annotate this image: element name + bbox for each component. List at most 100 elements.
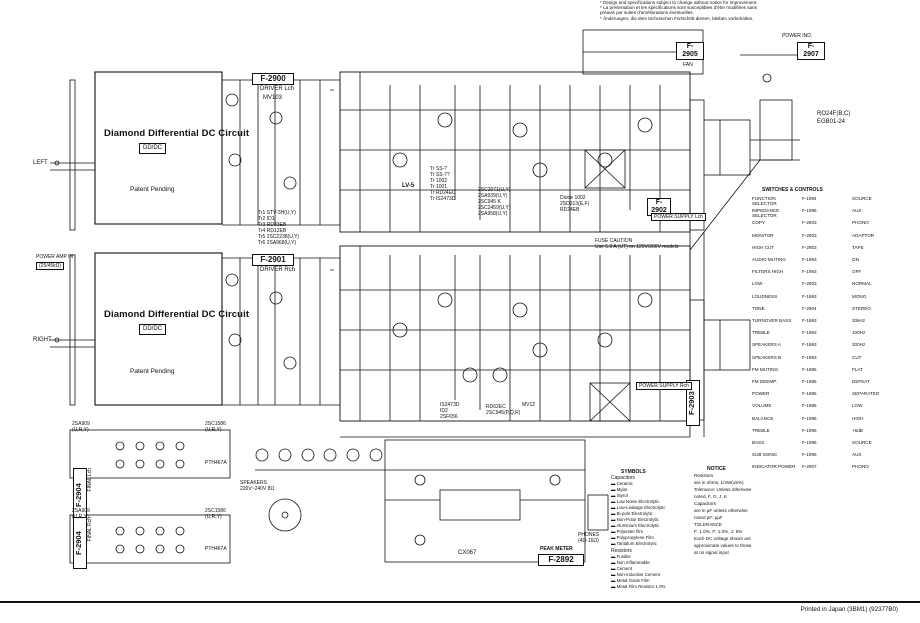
switch-position: HIGH: [852, 415, 864, 421]
board-label-text: F-2904: [74, 531, 83, 555]
switch-ref: F-1995: [802, 366, 817, 372]
capacitor-symbol-item: ▬ Styrol: [611, 493, 628, 498]
resistors-title: Resistors: [611, 548, 632, 554]
final-upper-part-1b: (U,R,Y): [72, 427, 89, 433]
part-item: RD24EB: [560, 207, 580, 213]
driver-rch-label: DRIVER Rch: [260, 267, 296, 273]
notice-line: Resistors: [694, 473, 714, 478]
switch-position: 100Hz: [852, 330, 866, 336]
tr-item: Tr5 2SC2238(U,Y): [258, 234, 300, 240]
symbol-icon: ▬: [611, 499, 617, 504]
symbol-label: Polyester film: [616, 529, 643, 534]
switch-name: FM MUTING: [752, 366, 779, 372]
part-item: 2SC2071(U,Y): [478, 187, 511, 193]
board-label-f2901: F-2901: [252, 254, 294, 266]
final-lower-part-2: 2SC1586: [205, 508, 226, 514]
switch-position: PHONO: [852, 464, 869, 470]
patent-pending-left: Patent Pending: [130, 186, 175, 193]
switch-ref: F-2903: [802, 232, 817, 238]
notice-line: Capacitors: [694, 501, 716, 506]
switch-position: PHONO: [852, 220, 869, 226]
final-lower-part-1b: (U,R,Y): [72, 514, 89, 520]
speakers-label: SPEAKERS: [240, 480, 267, 486]
mv103-label: MV103: [263, 95, 283, 101]
tr-item: Tr3 RD33EB: [258, 222, 287, 228]
symbol-label: Fusible: [616, 554, 631, 559]
symbol-icon: ▬: [611, 541, 617, 546]
board-label-f2907: F- 2907: [797, 42, 825, 60]
power-ind-label: POWER IND.: [782, 33, 813, 39]
dd-dc-badge-right: DD/DC: [139, 324, 166, 335]
part-item: Tr IS2473D: [430, 196, 456, 202]
capacitor-symbol-item: ▬ Aluminium Electrolytic: [611, 523, 659, 528]
symbol-icon: ▬: [611, 554, 617, 559]
resistor-symbol-item: ▬ Metal Film Resistor 1.0%: [611, 584, 665, 589]
notice-line: Tolerance: Unless otherwise: [694, 487, 752, 492]
switch-ref: F-1993: [802, 257, 817, 262]
power-supply-lch: POWER SUPPLY Lch: [651, 213, 706, 221]
switch-ref: F-1993: [802, 354, 817, 360]
board-prefix: F-: [687, 407, 696, 415]
switch-row: FUNCTION SELECTOR F-1994 SOURCE: [752, 196, 892, 207]
switch-ref: F-2907: [802, 464, 817, 470]
switch-ref: F-1993: [802, 293, 817, 299]
fan-label: FAN: [683, 62, 693, 68]
switch-ref: F-1995: [802, 391, 817, 397]
note-line-de: * Änderungen, die dem technischen Fortsc…: [600, 15, 754, 21]
switch-name: FM DEEMP.: [752, 379, 777, 384]
symbol-icon: ▬: [611, 560, 617, 565]
switch-name: FUNCTION SELECTOR: [752, 196, 777, 206]
switch-position: MONO: [852, 293, 867, 299]
switches-title: SWITCHES & CONTROLS: [762, 187, 823, 193]
symbol-label: Tantalum Electrolytic: [616, 541, 657, 546]
part-item: 2SC945 K: [478, 199, 501, 205]
note-line-fr: * La présentation et les spécifications …: [600, 5, 757, 16]
switch-ref: F-2903: [802, 244, 817, 250]
symbol-label: Metal Oxide Film: [616, 578, 650, 583]
switch-position: CUT: [852, 354, 862, 360]
board-number: 2902: [651, 207, 667, 214]
phones-label: PHONES: [578, 532, 600, 538]
tr-item: Tr6 2SA968(U,Y): [258, 240, 297, 246]
capacitor-symbol-item: ▬ Low-Leakage Electrolytic: [611, 505, 665, 510]
notice-line: F: 1.0%, F: 1.0%, J: 5%: [694, 529, 743, 534]
part-item: 2SA939(U,Y): [478, 193, 508, 199]
switch-position: SOURCE: [852, 440, 872, 445]
symbol-icon: ▬: [611, 584, 617, 589]
board-label-f2904-b: F-2904: [73, 517, 87, 569]
switch-name: IMPEDANCE SELECTOR: [752, 208, 780, 219]
switch-position: SOURCE: [852, 196, 872, 201]
symbol-label: Ceramic: [616, 481, 633, 486]
capacitor-symbol-item: ▬ Polyester film: [611, 529, 643, 534]
tr-item: Tr2 ID1: [258, 216, 275, 222]
switch-position: ADAPTOR: [852, 232, 875, 238]
switch-position: OFF: [852, 269, 862, 275]
tr-item: Tr4 RD12EB: [258, 228, 287, 234]
capacitor-symbol-item: ▬ Low Noise Electrolytic: [611, 499, 660, 504]
capacitor-symbol-item: ▬ Bi-pole Electrolytic: [611, 511, 653, 516]
diamond-dc-title-left: Diamond Differential DC Circuit: [104, 128, 250, 139]
final-upper-part-2: 2SC1586: [205, 421, 226, 427]
symbol-icon: ▬: [611, 578, 617, 583]
symbol-label: Mylar: [616, 487, 628, 492]
board-label-text: F-2904: [74, 483, 83, 507]
part-item: 2SA958(U,Y): [478, 211, 508, 217]
part-item: Tr 1002: [430, 178, 448, 184]
symbol-label: Bi-pole Electrolytic: [616, 511, 653, 516]
symbol-icon: ▬: [611, 529, 617, 534]
switch-name: BASS: [752, 440, 765, 445]
board-label-f2905: F- 2905: [676, 42, 704, 60]
symbol-label: Metal Film Resistor 1.0%: [616, 584, 666, 589]
egb01-label: EGB01-24: [817, 119, 846, 125]
parts-list-lower-b: RD62EC 2SC945(P,Q,R): [486, 404, 520, 416]
part-item: IS2473D: [440, 402, 460, 408]
switch-name: TREBLE: [752, 330, 770, 336]
switch-ref: F-1994: [802, 196, 817, 201]
